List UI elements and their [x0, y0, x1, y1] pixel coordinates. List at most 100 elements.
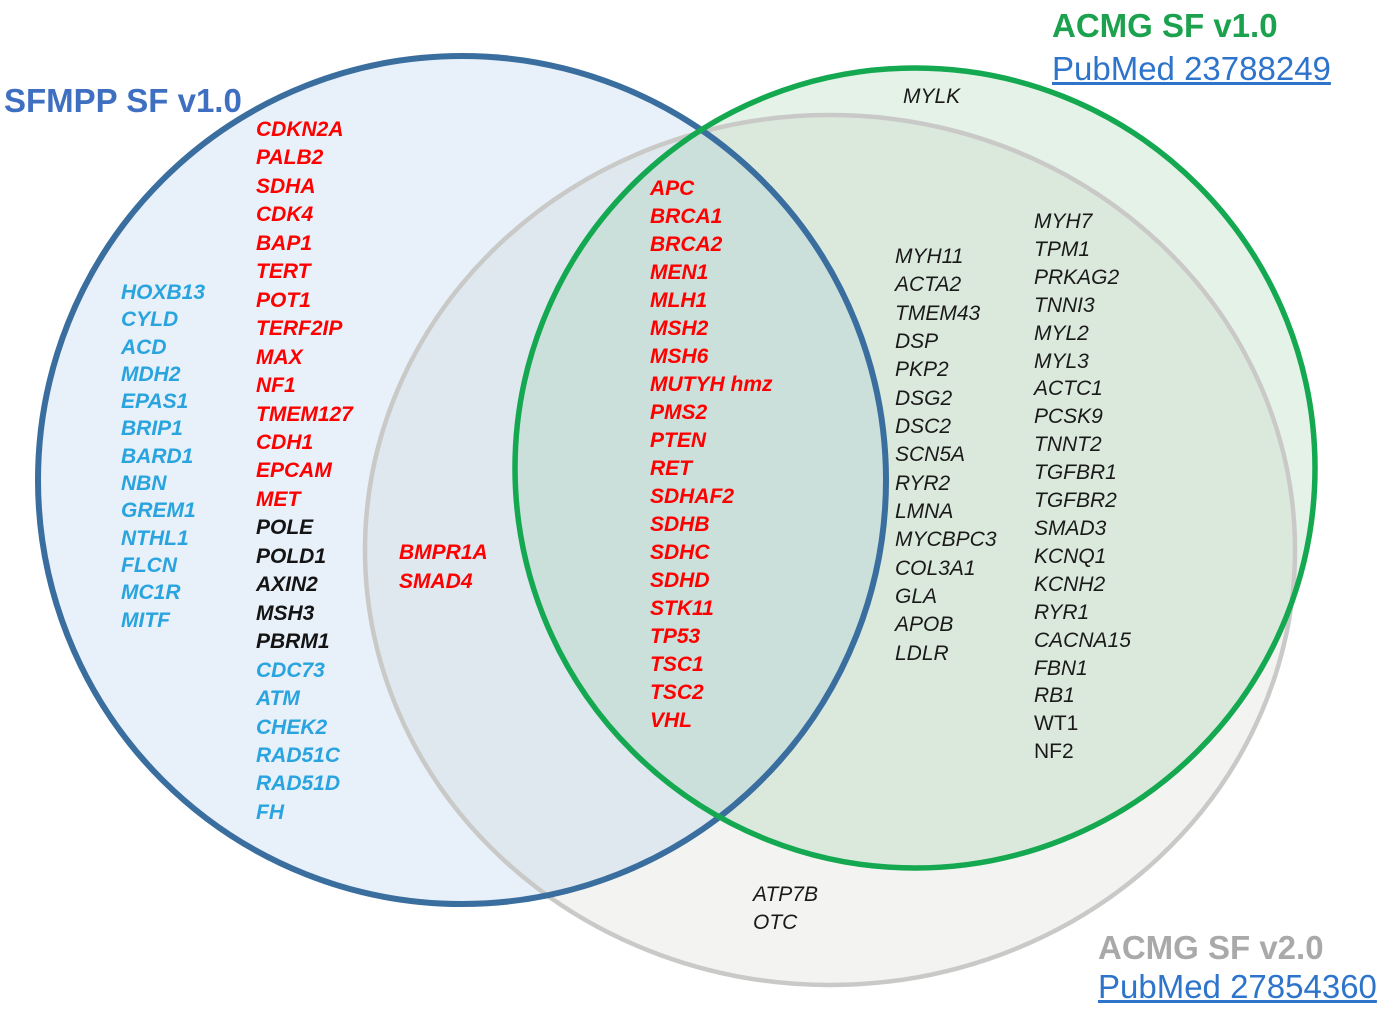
gene-label: NF2 [1034, 740, 1074, 764]
gene-label: CDC73 [256, 658, 325, 682]
gene-label: FBN1 [1034, 656, 1088, 680]
gene-label: FH [256, 800, 284, 824]
gene-label: SDHC [650, 541, 710, 564]
gene-label: LDLR [895, 641, 949, 665]
gene-label: MLH1 [650, 289, 708, 312]
gene-label: KCNQ1 [1034, 544, 1107, 568]
gene-label: WT1 [1034, 712, 1079, 736]
gene-label: RYR1 [1034, 600, 1090, 624]
gene-label: COL3A1 [895, 556, 976, 580]
gene-label: TSC1 [650, 653, 704, 676]
gene-label: RET [650, 457, 692, 480]
gene-label: MC1R [121, 581, 181, 605]
gene-label: ACTC1 [1034, 377, 1103, 401]
gene-label: TERF2IP [256, 317, 343, 341]
gene-label: PALB2 [256, 146, 324, 170]
gene-label: BRIP1 [121, 417, 183, 441]
gene-label: PMS2 [650, 401, 708, 424]
gene-label: NF1 [256, 374, 296, 398]
gene-label: DSG2 [895, 386, 953, 410]
gene-label: TERT [256, 260, 311, 284]
gene-label: RYR2 [895, 471, 951, 495]
gene-label: ACD [121, 335, 167, 359]
gene-label: TMEM43 [895, 301, 981, 325]
gene-label: TP53 [650, 625, 701, 648]
gene-label: PKP2 [895, 358, 949, 382]
gene-label: RAD51C [256, 743, 341, 767]
gene-label: CHEK2 [256, 715, 328, 739]
gene-label: APC [650, 177, 695, 200]
gene-label: POLE [256, 516, 314, 540]
region-sfmpp-acmg-v2-overlap: BMPR1A SMAD4 [399, 538, 488, 596]
sfmpp-set-title: SFMPP SF v1.0 [4, 82, 242, 119]
gene-label: SDHAF2 [650, 485, 735, 508]
gene-label: VHL [650, 709, 692, 732]
gene-label: MYL2 [1034, 321, 1089, 345]
gene-label: NBN [121, 472, 167, 496]
gene-label: LMNA [895, 500, 954, 524]
gene-label: DSP [895, 330, 939, 354]
gene-label: SDHA [256, 174, 316, 198]
gene-label: GLA [895, 585, 938, 609]
gene-label: PRKAG2 [1034, 265, 1120, 289]
gene-label: MSH6 [650, 345, 709, 368]
gene-label: PBRM1 [256, 630, 330, 654]
acmg-v2-circle-fill [365, 115, 1295, 985]
gene-label: FLCN [121, 553, 177, 577]
gene-label: BRCA2 [650, 233, 723, 256]
gene-label: SDHB [650, 513, 710, 536]
gene-label: CDKN2A [256, 118, 344, 141]
pubmed-23788249-link[interactable]: PubMed 23788249 [1052, 50, 1331, 87]
gene-label: MITF [121, 608, 170, 632]
gene-label: BMPR1A [399, 541, 488, 564]
gene-label: ATP7B [753, 883, 818, 906]
gene-label: MYCBPC3 [895, 528, 997, 552]
acmg-v2-circle-outline [362, 112, 1298, 988]
gene-label: NTHL1 [121, 526, 189, 550]
gene-label: APOB [895, 613, 954, 637]
acmg-v2-title-block: ACMG SF v2.0 PubMed 27854360 [1098, 928, 1377, 1006]
gene-label: TNNI3 [1034, 293, 1095, 317]
region-acmg-v2-only: ATP7B OTC [753, 881, 818, 937]
gene-label: MYH7 [1034, 210, 1093, 233]
gene-label: SCN5A [895, 443, 966, 467]
gene-label: TSC2 [650, 681, 704, 704]
gene-label: CACNA15 [1034, 628, 1131, 652]
gene-label: OTC [753, 911, 798, 934]
gene-label: RAD51D [256, 772, 341, 796]
gene-label: EPCAM [256, 459, 332, 483]
gene-label: SMAD3 [1034, 516, 1107, 540]
gene-label: BARD1 [121, 444, 194, 468]
gene-label: DSC2 [895, 415, 952, 439]
gene-label: BAP1 [256, 231, 313, 255]
gene-label: POT1 [256, 288, 311, 312]
gene-label: MYH11 [895, 245, 964, 268]
gene-label: AXIN2 [256, 573, 318, 597]
gene-label: STK11 [650, 597, 714, 620]
sfmpp-circle-fill [38, 56, 886, 904]
gene-label: TPM1 [1034, 237, 1091, 261]
gene-label: TMEM127 [256, 402, 353, 426]
gene-label: MSH3 [256, 601, 315, 625]
gene-label: MDH2 [121, 362, 181, 386]
acmg-v1-set-title: ACMG SF v1.0 [1052, 7, 1278, 44]
gene-label: HOXB13 [121, 281, 206, 304]
acmg-v1-circle-outline [512, 65, 1318, 871]
region-acmg-v1-only: MYLK [903, 83, 960, 111]
gene-label: MAX [256, 345, 303, 369]
gene-label: PCSK9 [1034, 405, 1103, 429]
acmg-v1-circle-fill [515, 68, 1315, 868]
gene-label: SMAD4 [399, 570, 473, 593]
gene-label: TGFBR1 [1034, 461, 1117, 485]
gene-label: MEN1 [650, 261, 709, 284]
gene-label: RB1 [1034, 684, 1075, 708]
pubmed-27854360-link[interactable]: PubMed 27854360 [1098, 968, 1377, 1005]
gene-label: KCNH2 [1034, 572, 1106, 596]
gene-label: BRCA1 [650, 205, 723, 228]
sfmpp-circle-outline [35, 53, 889, 907]
